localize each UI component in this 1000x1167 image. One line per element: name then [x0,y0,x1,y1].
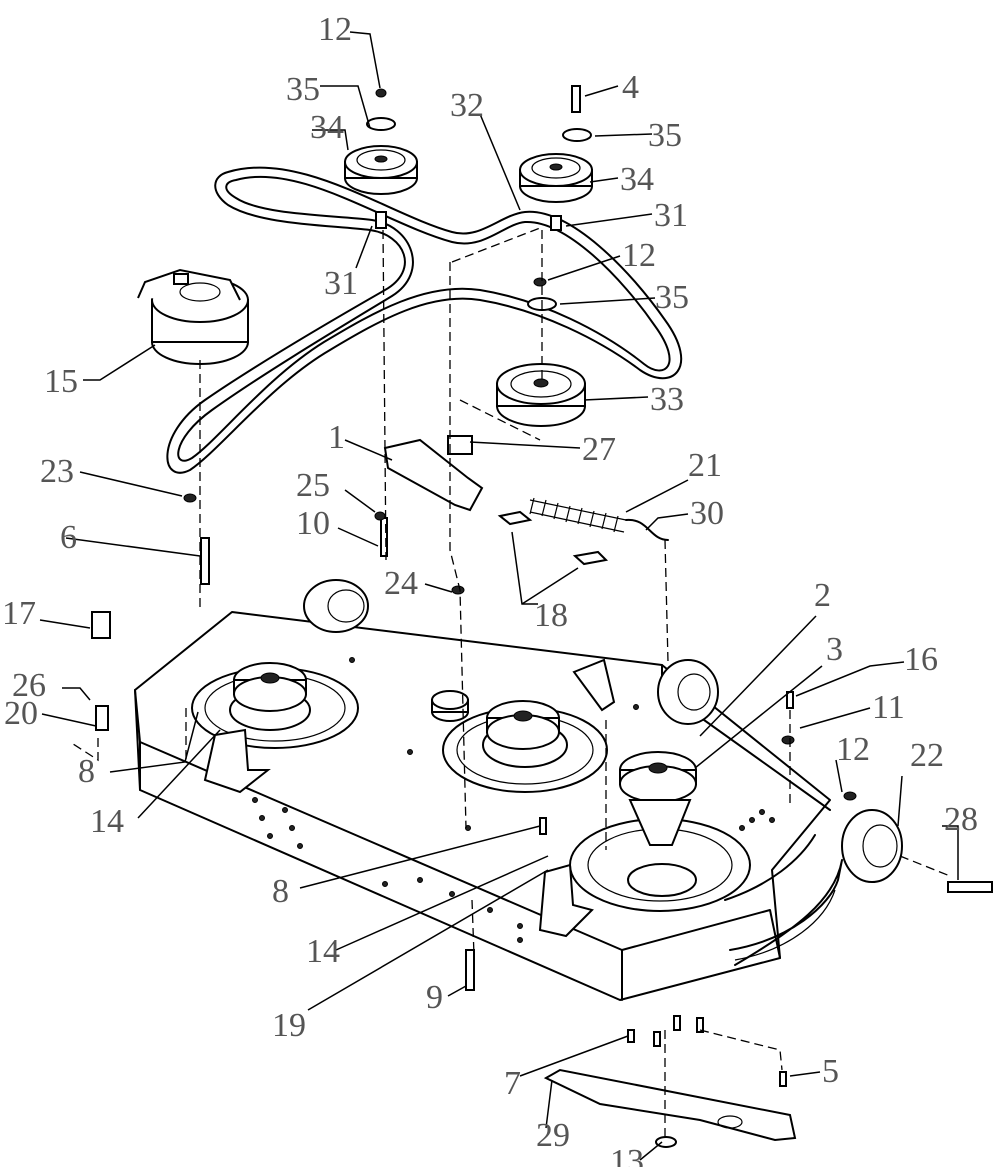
callout-25: 25 [296,467,330,504]
deck-right-skirt [621,909,781,959]
deck-top-outline [134,611,831,1001]
callout-16: 16 [904,641,938,678]
callout-6: 6 [60,519,77,556]
blade [543,1068,797,1148]
callout-3: 3 [826,631,843,668]
center-spindle-assembly [431,690,608,793]
callout-20: 20 [4,695,38,732]
callout-13: 13 [610,1143,644,1167]
front-gauge-wheel [841,809,903,883]
callout-12: 12 [836,731,870,768]
callout-32: 32 [450,87,484,124]
callout-1: 1 [328,419,345,456]
callout-19: 19 [272,1007,306,1044]
discharge-chute [729,859,843,966]
callout-35: 35 [655,279,689,316]
idler-arm [383,435,484,512]
wear-blocks [497,510,609,566]
idler-pulley-left [344,88,418,229]
callout-17: 17 [2,595,36,632]
callout-34: 34 [310,109,344,146]
right-rear-gauge-wheel [657,659,719,725]
callout-labels: 12 35 34 32 4 35 34 31 31 12 35 15 33 1 … [2,11,978,1167]
callout-9: 9 [426,979,443,1016]
callout-14: 14 [306,933,340,970]
callout-31: 31 [324,265,358,302]
right-spindle-assembly [569,751,751,912]
callout-30: 30 [690,495,724,532]
callout-31: 31 [654,197,688,234]
callout-11: 11 [872,689,905,726]
callout-33: 33 [650,381,684,418]
callout-7: 7 [504,1065,521,1102]
callout-21: 21 [688,447,722,484]
explosion-lines [69,227,951,1140]
callout-35: 35 [648,117,682,154]
callout-29: 29 [536,1117,570,1154]
callout-2: 2 [814,577,831,614]
deck-holes [252,657,775,943]
callout-5: 5 [822,1053,839,1090]
callout-14: 14 [90,803,124,840]
callout-23: 23 [40,453,74,490]
callout-24: 24 [384,565,418,602]
callout-18: 18 [534,597,568,634]
callout-10: 10 [296,505,330,542]
callout-8: 8 [272,873,289,910]
rear-gauge-wheel [303,579,369,633]
leader-lines [39,31,959,1161]
callout-15: 15 [44,363,78,400]
callout-8: 8 [78,753,95,790]
callout-12: 12 [318,11,352,48]
callout-22: 22 [910,737,944,774]
callout-27: 27 [582,431,616,468]
callout-26: 26 [12,667,46,704]
fasteners [91,493,993,1087]
idler-pulley-right [519,85,593,311]
left-spindle-assembly [191,662,359,749]
callout-12: 12 [622,237,656,274]
callout-34: 34 [620,161,654,198]
drive-belt [166,166,683,474]
electric-pto-clutch [137,268,249,365]
callout-28: 28 [944,801,978,838]
discharge-guard [724,834,816,901]
callout-4: 4 [622,69,639,106]
tension-spring [529,497,669,541]
callout-35: 35 [286,71,320,108]
idler-pulley-flat [496,363,586,427]
